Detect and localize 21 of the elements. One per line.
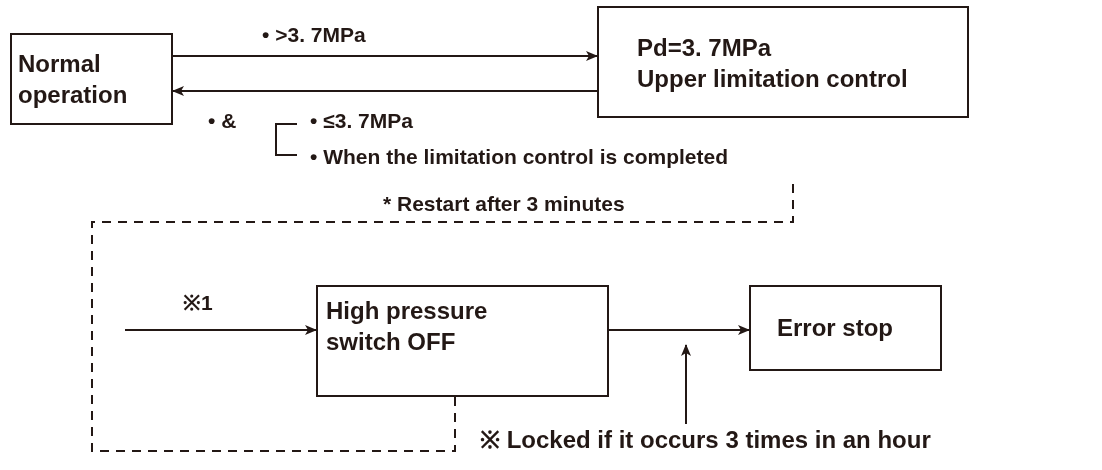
box-text: Error stop [777,313,894,344]
process-box [10,33,173,125]
edge-label: * Restart after 3 minutes [383,191,625,217]
condition-text: • When the limitation control is completed [310,144,729,170]
note-text: ※ Locked if it occurs 3 times in an hour [480,425,932,455]
process-box [316,285,609,397]
box-text: High pressure switch OFF [326,296,489,358]
edge-label: • >3. 7MPa [262,22,366,48]
arrow [681,344,691,425]
arrow [124,325,317,335]
arrow [608,325,750,335]
condition-text: • & [208,108,237,134]
arrow [172,86,598,96]
condition-text: • ≤3. 7MPa [310,108,413,134]
process-box [597,6,969,118]
box-text: Upper limitation control [637,64,909,95]
box-text: Normal operation [18,48,129,110]
process-box [749,285,942,371]
box-text: Pd=3. 7MPa [637,33,773,63]
edge-label: ※1 [183,290,213,316]
arrow [172,51,598,61]
